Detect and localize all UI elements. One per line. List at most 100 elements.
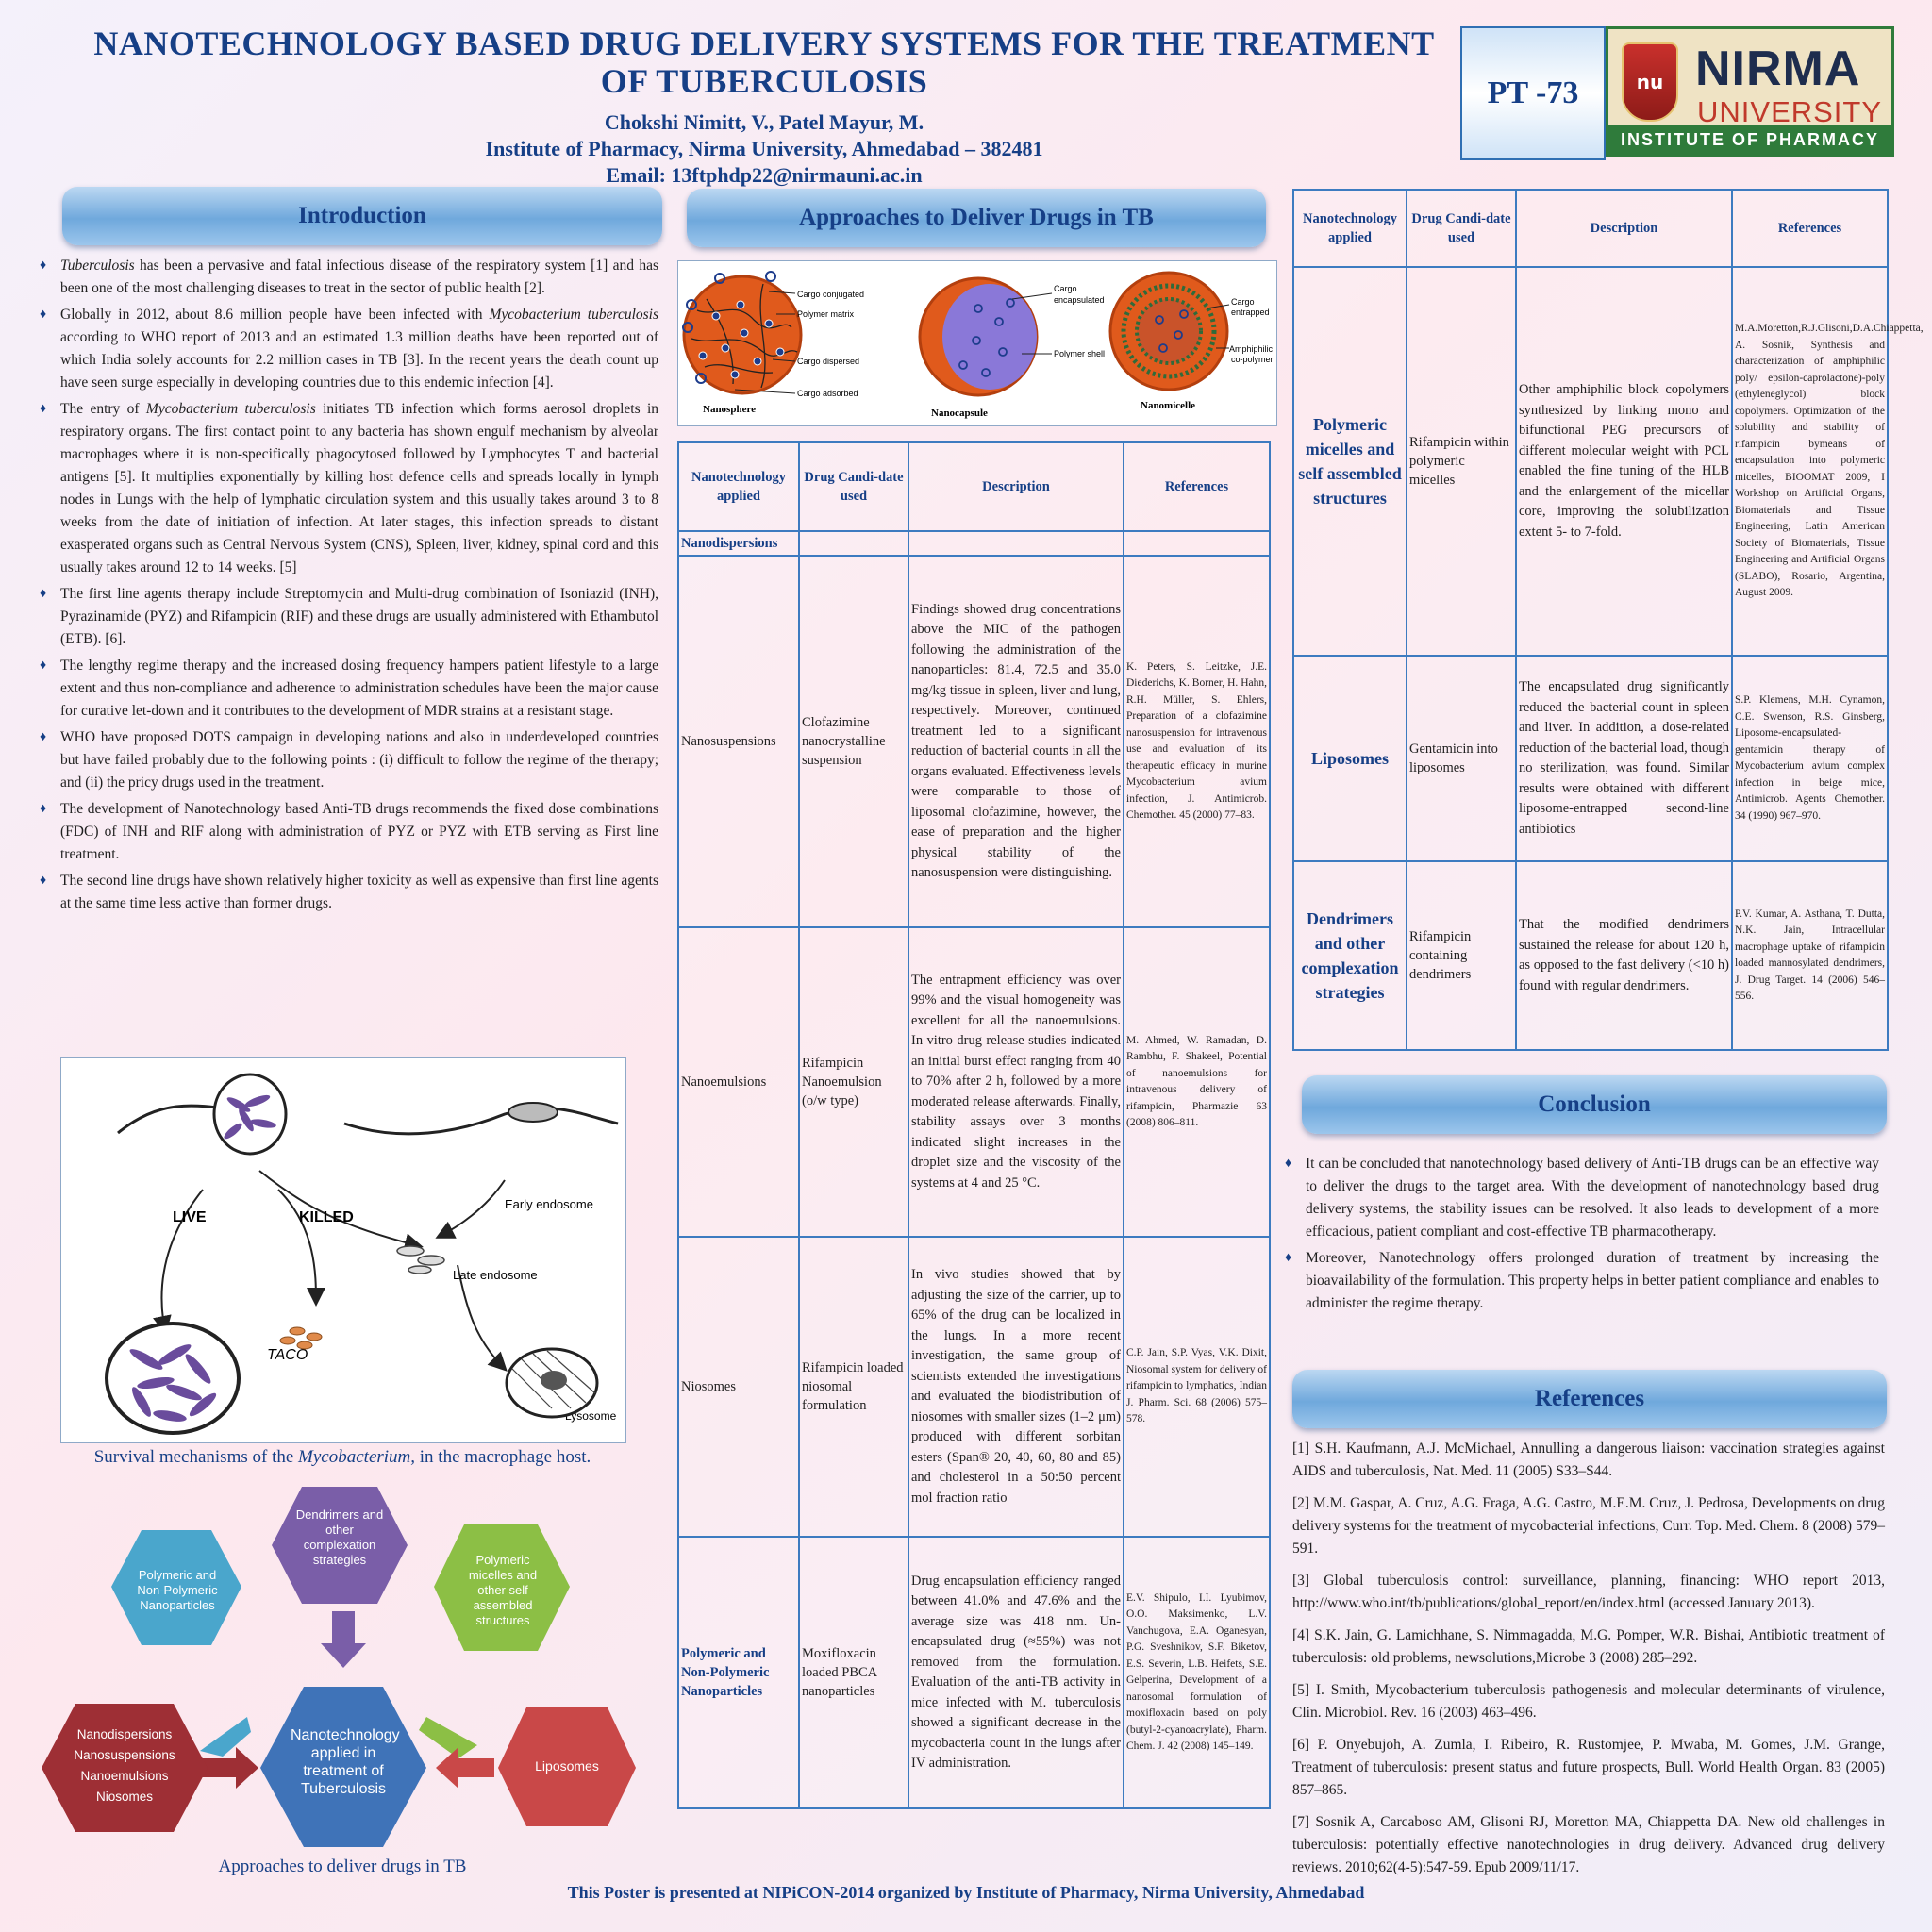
conclusion-list: It can be concluded that nanotechnology …	[1285, 1153, 1879, 1319]
label-taco: TACO	[267, 1347, 308, 1363]
t2-header-ref: References	[1731, 189, 1889, 268]
intro-bullet: The development of Nanotechnology based …	[40, 798, 658, 866]
nirma-logo: nu NIRMA UNIVERSITY INSTITUTE OF PHARMAC…	[1606, 26, 1894, 157]
hex-center-label: Nanotechnology applied in treatment of T…	[291, 1727, 400, 1797]
hex-bottom-left-item: Niosomes	[95, 1790, 154, 1804]
conclusion-heading: Conclusion	[1302, 1075, 1887, 1134]
hex-bottom-right-label: Liposomes	[535, 1758, 599, 1774]
logo-university: UNIVERSITY	[1697, 95, 1883, 128]
introduction-list: Tuberculosis has been a pervasive and fa…	[40, 255, 658, 919]
t2-drug: Rifampicin containing dendrimers	[1406, 860, 1517, 1051]
hex-bottom-left-item: Nanoemulsions	[80, 1769, 169, 1783]
hex-bottom-left	[42, 1704, 208, 1832]
reference-item: [4] S.K. Jain, G. Lamichhane, S. Nimmaga…	[1292, 1627, 1885, 1666]
reference-item: [2] M.M. Gaspar, A. Cruz, A.G. Fraga, A.…	[1292, 1495, 1885, 1557]
t1-ref: M. Ahmed, W. Ramadan, D. Rambhu, F. Shak…	[1123, 926, 1271, 1238]
label-cargo-conjugated: Cargo conjugated	[797, 290, 864, 299]
intro-bullet: Tuberculosis has been a pervasive and fa…	[40, 255, 658, 300]
email: Email: 13ftphdp22@nirmauni.ac.in	[606, 163, 923, 187]
label-cargo-entrapped-2: entrapped	[1231, 308, 1270, 317]
logo-name: NIRMA	[1695, 42, 1861, 96]
t1-drug: Clofazimine nanocrystalline suspension	[798, 555, 909, 928]
poster-id-badge: PT -73	[1460, 26, 1606, 160]
t1-empty-cell	[908, 530, 1124, 557]
t2-ref: S.P. Klemens, M.H. Cynamon, C.E. Swenson…	[1731, 655, 1889, 862]
reference-item: [1] S.H. Kaufmann, A.J. McMichael, Annul…	[1292, 1441, 1885, 1479]
hex-left	[111, 1530, 242, 1645]
nanocarrier-figure: Cargo conjugated Polymer matrix Cargo di…	[677, 260, 1277, 426]
references-heading: References	[1292, 1370, 1887, 1428]
arrow-from-top	[321, 1611, 366, 1668]
title-line-2: OF TUBERCULOSIS	[600, 62, 928, 100]
t1-ref: C.P. Jain, S.P. Vyas, V.K. Dixit, Niosom…	[1123, 1236, 1271, 1538]
university-emblem-icon: nu	[1622, 42, 1678, 122]
caption-part-2: in the macrophage host.	[415, 1447, 591, 1467]
label-amphiphilic-1: Amphiphilic	[1229, 344, 1274, 354]
t1-empty-cell	[1123, 530, 1271, 557]
approaches-table-continued: Nanotechnology applied Drug Candi-date u…	[1292, 189, 1924, 1051]
label-nanosphere: Nanosphere	[703, 404, 756, 415]
macrophage-caption: Survival mechanisms of the Mycobacterium…	[60, 1447, 625, 1468]
phagosome-top	[212, 1073, 288, 1156]
label-late-endosome: Late endosome	[453, 1268, 538, 1282]
hex-diagram-svg	[42, 1487, 636, 1847]
label-cargo-dispersed: Cargo dispersed	[797, 357, 859, 366]
t2-desc: Other amphiphilic block copolymers synth…	[1515, 266, 1733, 657]
table-row: Niosomes Rifampicin loaded niosomal form…	[677, 1236, 1271, 1538]
table-row: Nanoemulsions Rifampicin Nanoemulsion (o…	[677, 926, 1271, 1238]
t1-drug: Rifampicin loaded niosomal formulation	[798, 1236, 909, 1538]
reference-item: [7] Sosnik A, Carcaboso AM, Glisoni RJ, …	[1292, 1814, 1885, 1875]
arrow-from-bottom-right	[436, 1747, 494, 1789]
hex-left-label: Polymeric and Non-Polymeric Nanoparticle…	[137, 1568, 218, 1612]
reference-item: [6] P. Onyebujoh, A. Zumla, I. Ribeiro, …	[1292, 1737, 1885, 1798]
caption-part-1: Survival mechanisms of the	[93, 1447, 299, 1467]
hex-bottom-left-item: Nanodispersions	[76, 1727, 173, 1741]
label-polymer-matrix: Polymer matrix	[797, 309, 855, 319]
references-list: [1] S.H. Kaufmann, A.J. McMichael, Annul…	[1292, 1438, 1885, 1889]
t1-ref: K. Peters, S. Leitzke, J.E. Diederichs, …	[1123, 555, 1271, 928]
label-amphiphilic-2: co-polymer	[1231, 355, 1274, 364]
t1-header-tech: Nanotechnology applied	[677, 441, 800, 532]
t2-tech: Polymeric micelles and self assembled st…	[1292, 266, 1407, 657]
t2-ref: M.A.Moretton,R.J.Glisoni,D.A.Chiappetta,…	[1731, 266, 1924, 657]
reference-item: [3] Global tuberculosis control: surveil…	[1292, 1573, 1885, 1611]
t2-header-desc: Description	[1515, 189, 1733, 268]
authors: Chokshi Nimitt, V., Patel Mayur, M.	[604, 110, 924, 134]
t2-drug: Gentamicin into liposomes	[1406, 655, 1517, 862]
t1-drug: Moxifloxacin loaded PBCA nanoparticles	[798, 1536, 909, 1809]
intro-bullet: WHO have proposed DOTS campaign in devel…	[40, 726, 658, 794]
label-live: LIVE	[173, 1209, 207, 1225]
t1-header-drug: Drug Candi-date used	[798, 441, 909, 532]
t1-desc: Findings showed drug concentrations abov…	[908, 555, 1124, 928]
t1-section-nanodispersions: Nanodispersions	[677, 530, 800, 557]
intro-bullet: Globally in 2012, about 8.6 million peop…	[40, 304, 658, 394]
intro-bullet: The lengthy regime therapy and the incre…	[40, 655, 658, 723]
footer-note: This Poster is presented at NIPiCON-2014…	[567, 1883, 1365, 1902]
label-cargo-adsorbed: Cargo adsorbed	[797, 389, 858, 398]
label-killed: KILLED	[299, 1209, 354, 1225]
label-nanocapsule: Nanocapsule	[931, 408, 988, 419]
approaches-heading: Approaches to Deliver Drugs in TB	[687, 189, 1266, 247]
t1-tech: Niosomes	[677, 1236, 800, 1538]
hex-right-label: Polymeric micelles and other self assemb…	[468, 1553, 538, 1627]
hex-top-label: Dendrimers and other complexation strate…	[295, 1507, 384, 1567]
t2-desc: The encapsulated drug significantly redu…	[1515, 655, 1733, 862]
label-lysosome: Lysosome	[565, 1409, 617, 1423]
approaches-table: Nanotechnology applied Drug Candi-date u…	[677, 441, 1271, 1809]
t1-tech: Nanosuspensions	[677, 555, 800, 928]
hex-top	[272, 1487, 408, 1604]
t1-drug: Rifampicin Nanoemulsion (o/w type)	[798, 926, 909, 1238]
reference-item: [5] I. Smith, Mycobacterium tuberculosis…	[1292, 1682, 1885, 1721]
label-cargo-encapsulated-1: Cargo	[1054, 284, 1077, 293]
label-cargo-entrapped-1: Cargo	[1231, 297, 1255, 307]
label-cargo-encapsulated-2: encapsulated	[1054, 295, 1105, 305]
table-row: Dendrimers and other complexation strate…	[1292, 860, 1889, 1051]
institute: Institute of Pharmacy, Nirma University,…	[485, 137, 1043, 160]
conclusion-bullet: It can be concluded that nanotechnology …	[1285, 1153, 1879, 1243]
hex-bottom-left-item: Nanosuspensions	[74, 1748, 175, 1762]
label-nanomicelle: Nanomicelle	[1141, 400, 1195, 411]
intro-bullet: The first line agents therapy include St…	[40, 583, 658, 651]
hex-right	[434, 1524, 570, 1651]
macrophage-figure: LIVE KILLED Early endosome Late endosome…	[60, 1057, 626, 1443]
label-polymer-shell: Polymer shell	[1054, 349, 1105, 358]
